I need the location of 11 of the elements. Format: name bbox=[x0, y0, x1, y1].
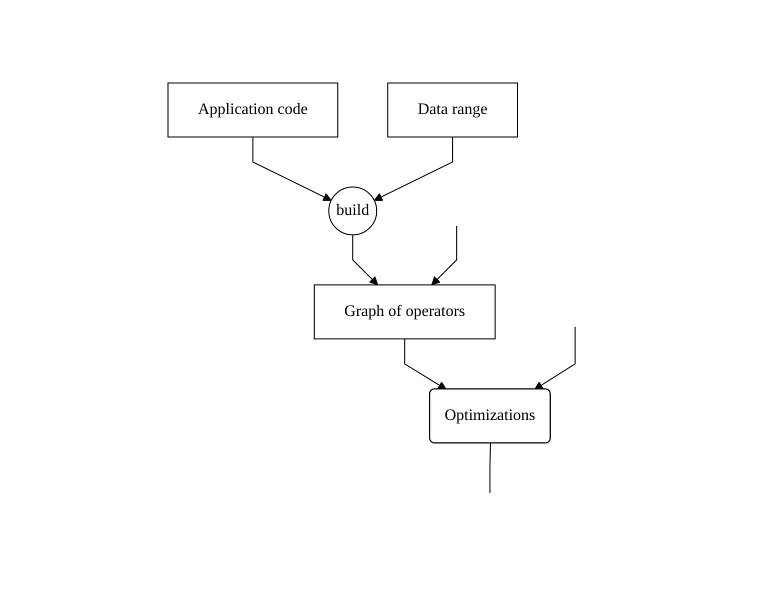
node-box: Graph of operators bbox=[314, 284, 496, 340]
arrow bbox=[252, 136, 332, 201]
arrow bbox=[404, 338, 446, 390]
node-circle: build bbox=[328, 186, 378, 236]
arrow bbox=[352, 234, 378, 286]
node-box: Application code bbox=[167, 82, 338, 138]
arrow bbox=[534, 326, 576, 390]
connector bbox=[489, 442, 491, 494]
arrow bbox=[374, 136, 454, 201]
arrow bbox=[431, 226, 458, 286]
node-box: Data range bbox=[387, 82, 518, 138]
